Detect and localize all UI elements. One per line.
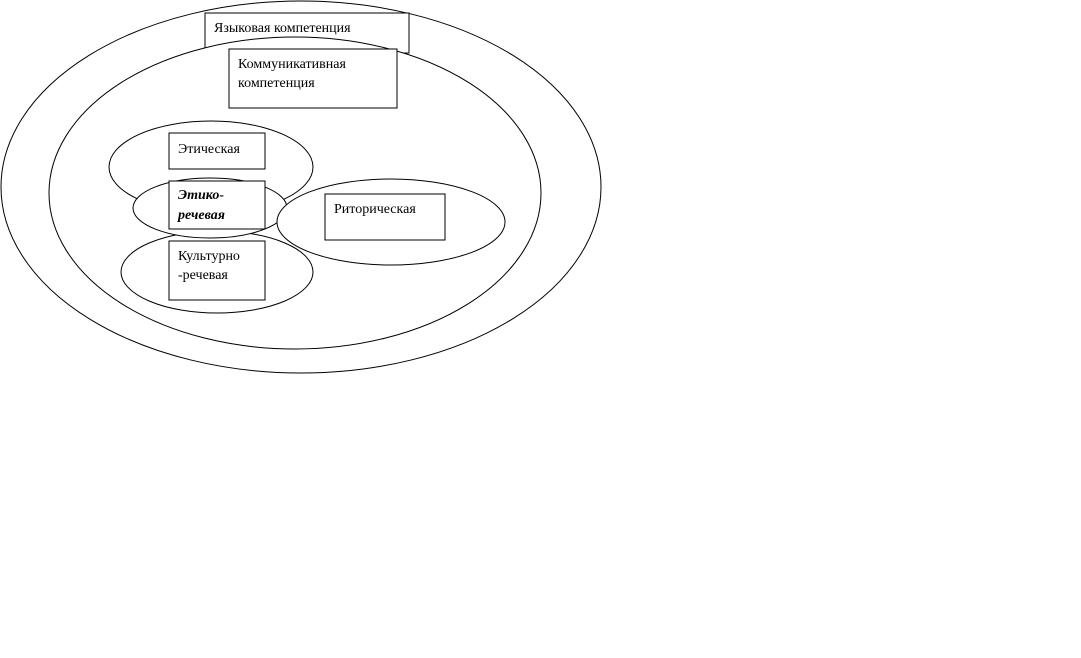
cultural-speech-label-line1: Культурно xyxy=(178,249,240,264)
cultural-speech-label-line2: -речевая xyxy=(178,268,228,283)
language-competence-label: Языковая компетенция xyxy=(214,21,351,36)
ethico-speech-label-line2: речевая xyxy=(177,208,225,223)
communicative-competence-label-line2: компетенция xyxy=(238,76,315,91)
cultural-speech-box xyxy=(168,240,266,301)
rhetorical-box xyxy=(324,193,446,241)
ethical-box xyxy=(168,132,266,170)
ethico-speech-box xyxy=(168,180,266,230)
ethical-label: Этическая xyxy=(178,142,240,157)
communicative-competence-label-line1: Коммуникативная xyxy=(238,57,346,72)
rhetorical-label: Риторическая xyxy=(334,202,416,217)
ethico-speech-label-line1: Этико- xyxy=(178,188,224,203)
communicative-competence-box xyxy=(228,48,398,109)
